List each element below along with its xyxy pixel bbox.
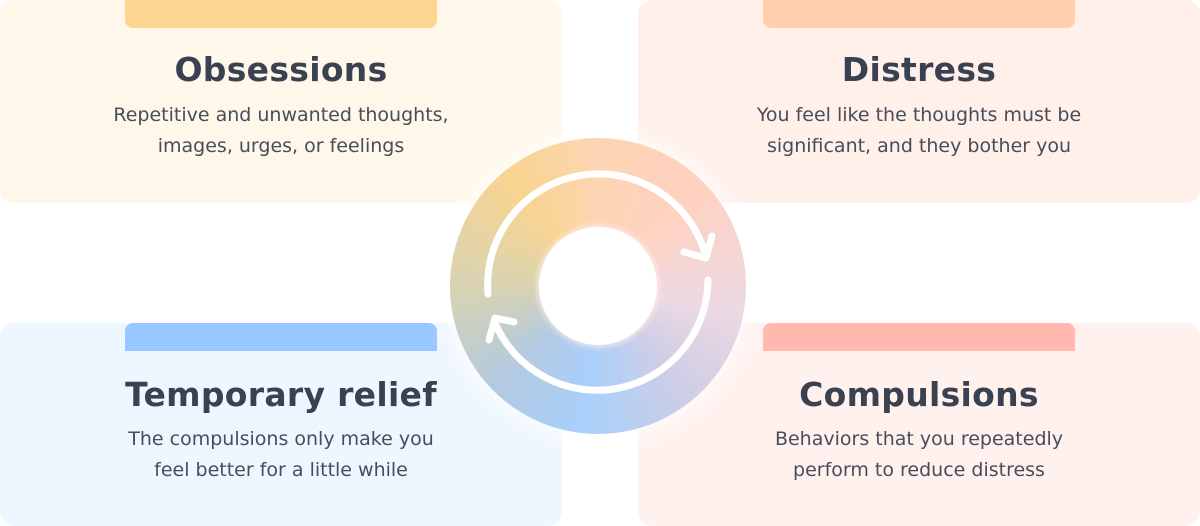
card-title: Obsessions <box>174 50 388 89</box>
card-title: Compulsions <box>799 375 1039 414</box>
card-tab <box>763 323 1075 351</box>
card-obsessions: Obsessions Repetitive and unwanted thoug… <box>0 0 562 203</box>
card-description: Repetitive and unwanted thoughts,images,… <box>113 104 449 157</box>
card-distress: Distress You feel like the thoughts must… <box>638 0 1200 203</box>
card-compulsions: Compulsions Behaviors that you repeatedl… <box>638 323 1200 526</box>
card-title: Distress <box>841 50 997 89</box>
arrow-top-arc <box>484 170 708 298</box>
card-tab <box>125 323 437 351</box>
arrow-head-bottom <box>485 314 518 344</box>
arrow-bottom-arc <box>491 276 712 394</box>
card-tab <box>125 0 437 28</box>
arrow-head-top <box>680 232 716 262</box>
card-tab <box>763 0 1075 28</box>
card-title: Temporary relief <box>125 375 437 414</box>
ring-center <box>539 227 657 345</box>
cycle-arrows-icon <box>484 170 716 394</box>
